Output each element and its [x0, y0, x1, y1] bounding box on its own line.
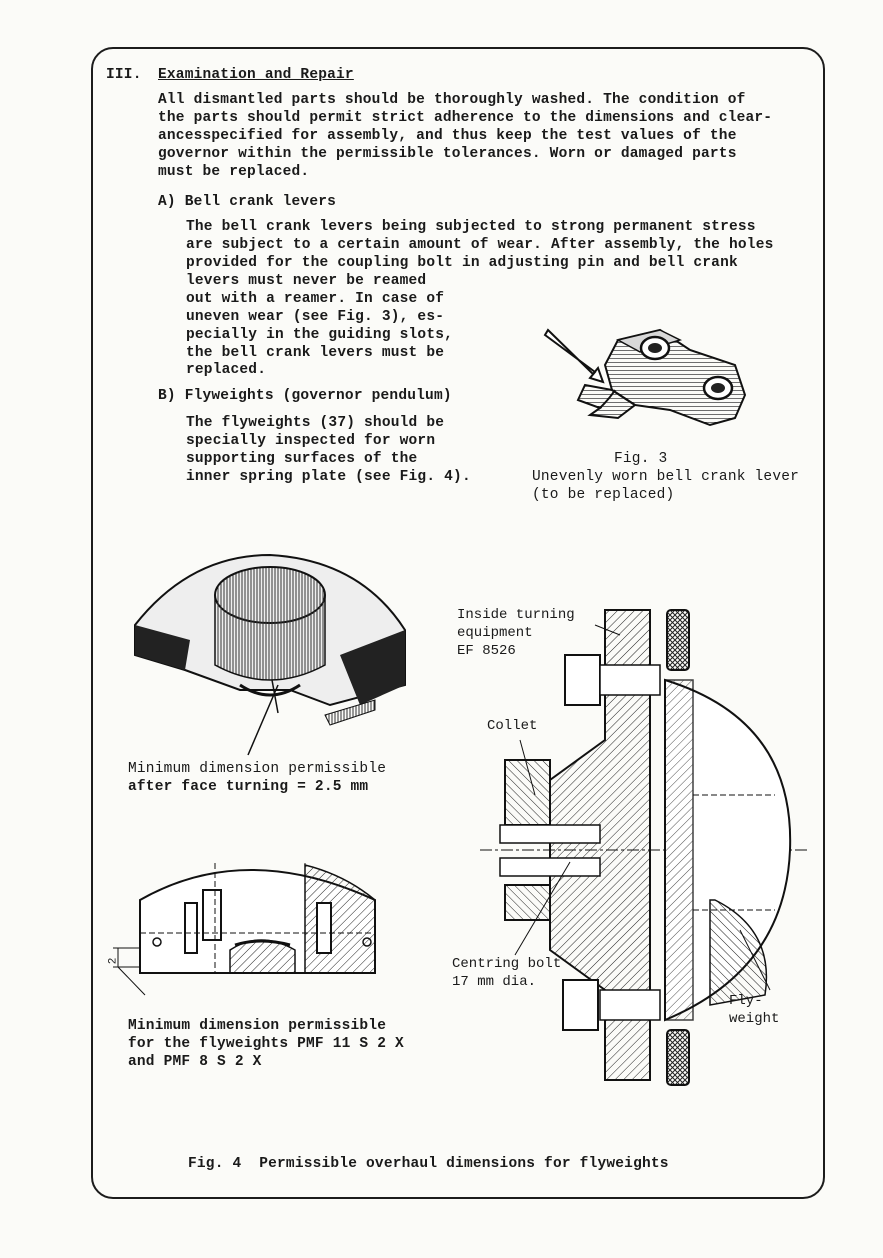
subsection-a-line: are subject to a certain amount of wear.…: [186, 237, 774, 253]
fig3-caption: (to be replaced): [532, 487, 675, 503]
subsection-a-line: provided for the coupling bolt in adjust…: [186, 255, 738, 271]
fig4-caption-top: Minimum dimension permissible: [128, 761, 387, 777]
intro-line: All dismantled parts should be thoroughl…: [158, 92, 746, 108]
dimension-mark: 2: [107, 957, 120, 965]
fig4-title: Fig. 4 Permissible overhaul dimensions f…: [188, 1156, 669, 1172]
section-title: Examination and Repair: [158, 67, 354, 83]
subsection-a-line: levers must never be reamed: [186, 273, 427, 289]
page-border: [91, 47, 825, 1199]
subsection-a-line: out with a reamer. In case of: [186, 291, 445, 307]
subsection-a-line: replaced.: [186, 362, 267, 378]
subsection-a-heading: A) Bell crank levers: [158, 194, 337, 210]
label-inside-turning: Inside turning: [457, 607, 575, 623]
label-inside-turning: equipment: [457, 625, 533, 641]
section-number: III.: [106, 67, 142, 83]
intro-line: the parts should permit strict adherence…: [158, 110, 773, 126]
label-centring-bolt: 17 mm dia.: [452, 974, 537, 990]
label-flyweight: weight: [729, 1011, 780, 1027]
flyweight-section-drawing: [113, 863, 376, 996]
subsection-b-line: specially inspected for worn: [186, 433, 436, 449]
intro-line: ancesspecified for assembly, and thus ke…: [158, 128, 737, 144]
fig4-caption-bottom: Minimum dimension permissible: [128, 1018, 387, 1034]
subsection-a-line: the bell crank levers must be: [186, 345, 445, 361]
intro-line: must be replaced.: [158, 164, 310, 180]
intro-line: governor within the permissible toleranc…: [158, 146, 737, 162]
subsection-b-heading: B) Flyweights (governor pendulum): [158, 388, 452, 404]
subsection-b-line: supporting surfaces of the: [186, 451, 418, 467]
turning-equipment-assembly-drawing: [480, 609, 810, 1086]
subsection-a-line: uneven wear (see Fig. 3), es-: [186, 309, 445, 325]
subsection-b-line: inner spring plate (see Fig. 4).: [186, 469, 471, 485]
label-flyweight: Fly-: [729, 993, 763, 1009]
label-inside-turning: EF 8526: [457, 643, 516, 659]
fig4-caption-bottom: and PMF 8 S 2 X: [128, 1054, 262, 1070]
fig3-number: Fig. 3: [614, 451, 668, 467]
subsection-a-line: The bell crank levers being subjected to…: [186, 219, 756, 235]
fig3-caption: Unevenly worn bell crank lever: [532, 469, 800, 485]
subsection-b-line: The flyweights (37) should be: [186, 415, 445, 431]
label-centring-bolt: Centring bolt: [452, 956, 562, 972]
subsection-a-line: pecially in the guiding slots,: [186, 327, 454, 343]
bell-crank-lever-drawing: [543, 328, 747, 427]
fig4-caption-bottom: for the flyweights PMF 11 S 2 X: [128, 1036, 404, 1052]
label-collet: Collet: [487, 718, 538, 734]
fig4-caption-top: after face turning = 2.5 mm: [128, 779, 369, 795]
flyweight-perspective-drawing: [134, 553, 406, 756]
